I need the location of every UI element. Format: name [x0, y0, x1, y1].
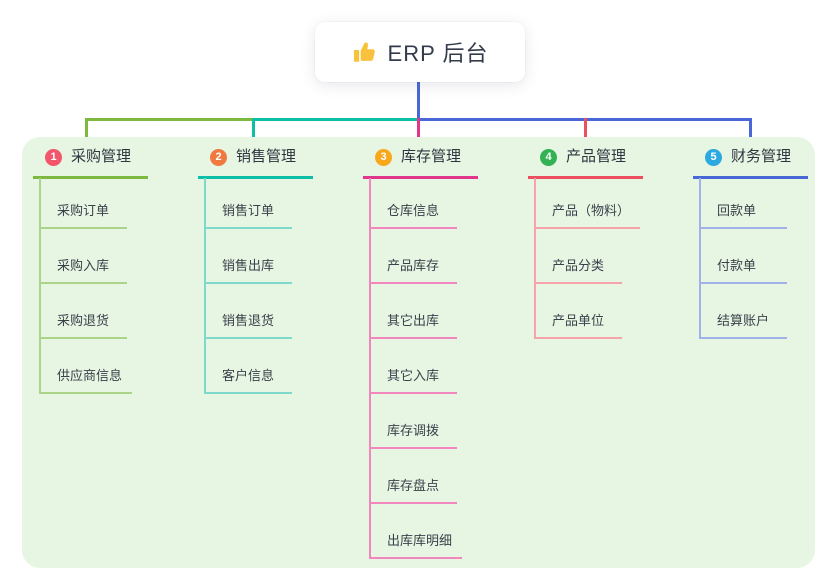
branch-header[interactable]: 4 产品管理 — [528, 146, 643, 179]
branch-header[interactable]: 1 采购管理 — [33, 146, 148, 179]
connector-drop-branch-2 — [252, 118, 255, 148]
connector-drop-branch-5 — [749, 118, 752, 148]
child-item[interactable]: 库存调拨 — [369, 423, 457, 449]
child-item[interactable]: 销售订单 — [204, 203, 292, 229]
branch-children: 采购订单采购入库采购退货供应商信息 — [33, 178, 193, 394]
child-item[interactable]: 产品单位 — [534, 313, 622, 339]
branch-3: 3 库存管理 仓库信息产品库存其它出库其它入库库存调拨库存盘点出库库明细 — [363, 146, 523, 559]
branch-trunk-line — [204, 178, 206, 394]
child-item[interactable]: 库存盘点 — [369, 478, 457, 504]
branch-title: 财务管理 — [731, 148, 792, 165]
branch-number-badge: 2 — [210, 148, 227, 166]
child-item[interactable]: 回款单 — [699, 203, 787, 229]
branch-trunk-line — [39, 178, 41, 394]
child-item[interactable]: 采购退货 — [39, 313, 127, 339]
branch-children: 产品（物料） 产品分类产品单位 — [528, 178, 688, 339]
branch-children: 回款单付款单结算账户 — [693, 178, 839, 339]
root-title: ERP 后台 — [387, 41, 489, 66]
connector-drop-branch-1 — [85, 118, 88, 148]
child-item[interactable]: 其它出库 — [369, 313, 457, 339]
branch-header[interactable]: 5 财务管理 — [693, 146, 808, 179]
branch-5: 5 财务管理 回款单付款单结算账户 — [693, 146, 839, 339]
branch-title: 产品管理 — [566, 148, 627, 165]
branch-number-badge: 4 — [540, 148, 557, 166]
connector-rail-segment-1 — [85, 118, 254, 121]
child-item[interactable]: 供应商信息 — [39, 368, 133, 394]
child-item[interactable]: 其它入库 — [369, 368, 457, 394]
root-node[interactable]: ERP 后台 — [315, 22, 525, 82]
branch-header[interactable]: 3 库存管理 — [363, 146, 478, 179]
branch-number-badge: 5 — [705, 148, 722, 166]
child-item[interactable]: 付款单 — [699, 258, 787, 284]
branch-number-badge: 3 — [375, 148, 392, 166]
child-item[interactable]: 采购订单 — [39, 203, 127, 229]
branch-title: 销售管理 — [236, 148, 297, 165]
branch-1: 1 采购管理 采购订单采购入库采购退货供应商信息 — [33, 146, 193, 394]
branch-title: 库存管理 — [401, 148, 462, 165]
canvas-panel — [22, 137, 815, 568]
branch-trunk-line — [369, 178, 371, 559]
branch-2: 2 销售管理 销售订单销售出库销售退货客户信息 — [198, 146, 358, 394]
connector-drop-branch-3 — [417, 118, 420, 148]
child-item[interactable]: 客户信息 — [204, 368, 292, 394]
branch-title: 采购管理 — [71, 148, 132, 165]
branch-4: 4 产品管理 产品（物料） 产品分类产品单位 — [528, 146, 688, 339]
branch-trunk-line — [699, 178, 701, 339]
child-item[interactable]: 销售退货 — [204, 313, 292, 339]
child-item[interactable]: 出库库明细 — [369, 533, 463, 559]
branch-trunk-line — [534, 178, 536, 339]
root-connector-line — [417, 82, 420, 119]
branch-children: 销售订单销售出库销售退货客户信息 — [198, 178, 358, 394]
connector-drop-branch-4 — [584, 118, 587, 148]
child-item[interactable]: 仓库信息 — [369, 203, 457, 229]
child-item[interactable]: 销售出库 — [204, 258, 292, 284]
child-item[interactable]: 采购入库 — [39, 258, 127, 284]
branch-number-badge: 1 — [45, 148, 62, 166]
thumbs-up-icon — [352, 39, 378, 65]
child-item[interactable]: 产品库存 — [369, 258, 457, 284]
connector-rail-segment-2 — [254, 118, 418, 121]
branch-header[interactable]: 2 销售管理 — [198, 146, 313, 179]
child-item[interactable]: 产品（物料） — [534, 203, 641, 229]
child-item[interactable]: 产品分类 — [534, 258, 622, 284]
child-item[interactable]: 结算账户 — [699, 313, 787, 339]
branch-children: 仓库信息产品库存其它出库其它入库库存调拨库存盘点出库库明细 — [363, 178, 523, 559]
